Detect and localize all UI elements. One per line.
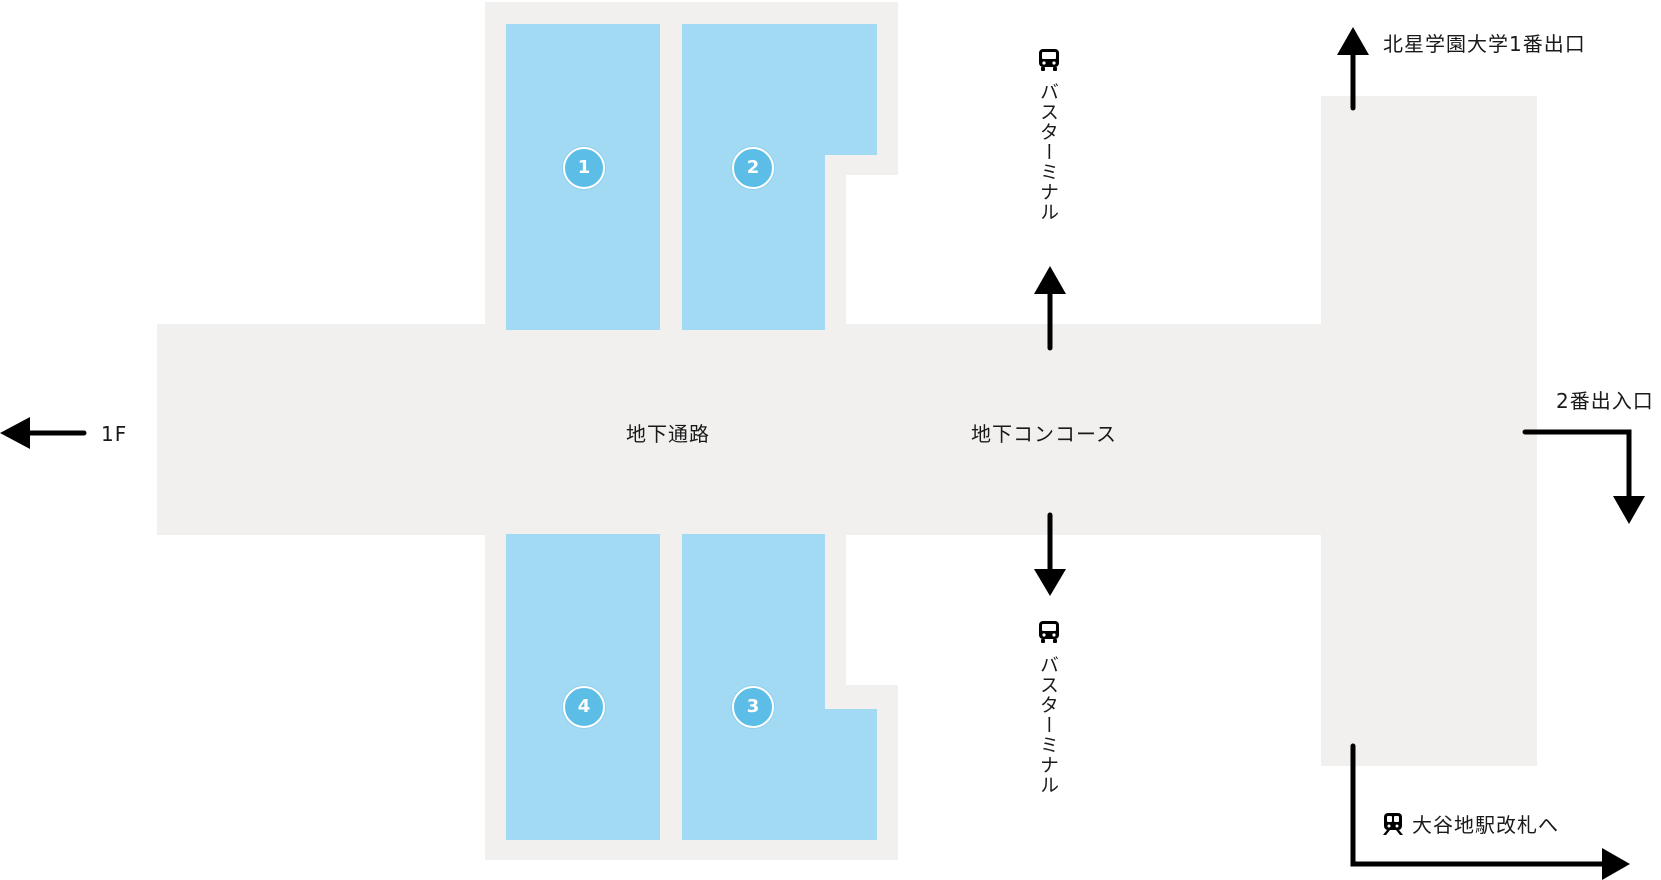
- arrow-icon: [1034, 512, 1066, 596]
- store-badge-2[interactable]: 2: [732, 147, 774, 189]
- store-badge-1[interactable]: 1: [563, 147, 605, 189]
- bus-terminal-south-label[interactable]: バスターミナル: [1037, 655, 1059, 795]
- bus-icon: [1039, 49, 1059, 71]
- underground-concourse-label: 地下コンコース: [971, 422, 1117, 446]
- underground-corridor: [157, 324, 1323, 535]
- bus-terminal-north-label[interactable]: バスターミナル: [1037, 82, 1059, 222]
- otani-station-label[interactable]: 大谷地駅改札へ: [1412, 813, 1559, 837]
- upper-notch-cutout: [846, 175, 906, 325]
- train-icon: [1383, 813, 1403, 835]
- store-2[interactable]: [682, 24, 877, 330]
- exit-2-label[interactable]: 2番出入口: [1556, 389, 1654, 413]
- lower-notch-cutout: [846, 535, 906, 685]
- hokusei-exit-1-label[interactable]: 北星学園大学1番出口: [1383, 32, 1586, 56]
- store-badge-3[interactable]: 3: [732, 686, 774, 728]
- arrow-icon: [1337, 27, 1369, 111]
- arrow-icon: [1350, 743, 1630, 880]
- bus-icon: [1039, 621, 1059, 643]
- right-hall: [1321, 96, 1537, 766]
- arrow-icon: [1522, 429, 1645, 524]
- store-badge-4[interactable]: 4: [563, 686, 605, 728]
- floor-1f-label[interactable]: 1F: [101, 422, 128, 446]
- store-3[interactable]: [682, 534, 877, 840]
- arrow-icon: [0, 417, 87, 449]
- underground-passage-label: 地下通路: [626, 422, 710, 446]
- arrow-icon: [1034, 266, 1066, 351]
